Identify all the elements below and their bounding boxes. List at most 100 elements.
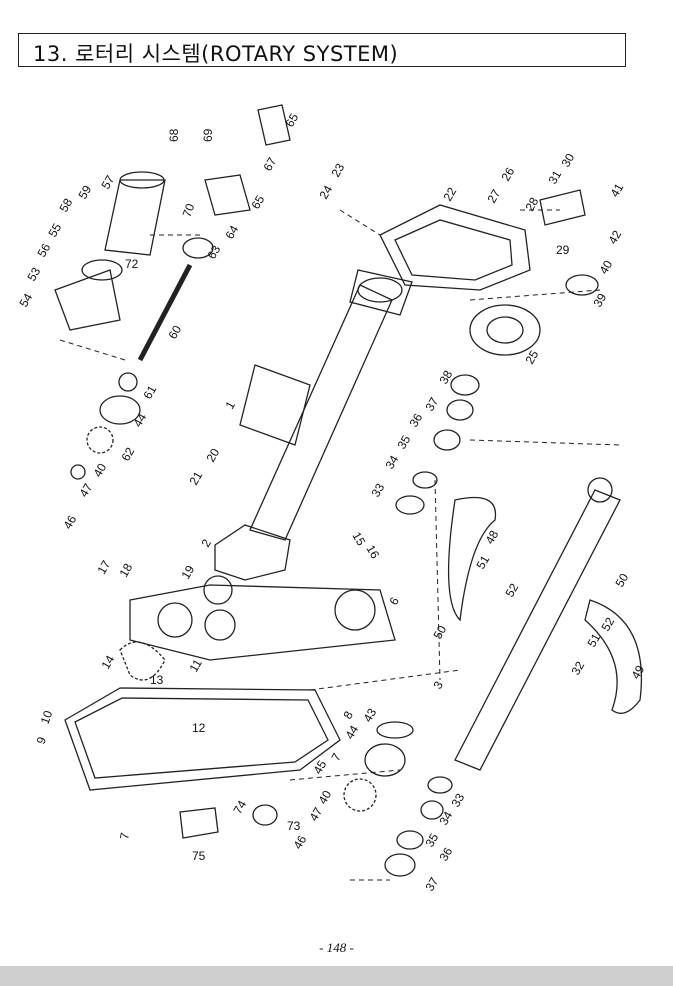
part-label: 63 bbox=[204, 243, 223, 262]
part-label: 45 bbox=[310, 758, 329, 777]
part-label: 75 bbox=[192, 849, 206, 863]
oil-seal-19 bbox=[203, 575, 233, 605]
part-label: 11 bbox=[186, 656, 205, 674]
part-label: 2 bbox=[198, 536, 214, 549]
part-label: 44 bbox=[130, 411, 149, 430]
seal-38 bbox=[450, 374, 480, 396]
part-label: 52 bbox=[502, 581, 521, 600]
cover-28 bbox=[539, 189, 586, 226]
part-label: 43 bbox=[360, 706, 379, 725]
part-label: 40 bbox=[90, 461, 109, 480]
part-label: 31 bbox=[545, 168, 564, 187]
part-label: 17 bbox=[94, 558, 113, 577]
part-label: 34 bbox=[436, 809, 455, 828]
part-label: 46 bbox=[60, 513, 79, 532]
washer-43 bbox=[376, 721, 414, 739]
part-label: 51 bbox=[473, 553, 492, 572]
bearing-37-lower bbox=[384, 853, 416, 877]
part-label: 46 bbox=[290, 833, 309, 852]
sprocket-62 bbox=[86, 426, 114, 454]
part-label: 47 bbox=[76, 481, 95, 500]
part-label: 42 bbox=[605, 228, 624, 247]
chain-case-lower bbox=[64, 687, 341, 791]
part-label: 27 bbox=[484, 187, 503, 206]
bushing-74 bbox=[252, 804, 278, 826]
part-label: 10 bbox=[38, 708, 56, 726]
part-label: 51 bbox=[584, 631, 603, 650]
title-box: 13. 로터리 시스템(ROTARY SYSTEM) bbox=[18, 33, 626, 67]
part-label: 53 bbox=[24, 265, 43, 284]
rotor-shaft bbox=[454, 489, 621, 771]
part-label: 59 bbox=[75, 183, 94, 202]
bearing-37 bbox=[446, 399, 474, 421]
bearing-39 bbox=[565, 274, 599, 296]
part-label: 64 bbox=[222, 223, 241, 242]
rotary-system-exploded-diagram: 68 69 65 67 65 64 63 70 57 59 58 55 56 5… bbox=[16, 104, 647, 894]
shaft-60 bbox=[137, 263, 193, 362]
tine-48 bbox=[447, 496, 497, 622]
part-label: 29 bbox=[556, 243, 570, 257]
part-label: 32 bbox=[568, 659, 587, 678]
part-label: 49 bbox=[628, 663, 647, 682]
part-label: 62 bbox=[118, 445, 137, 464]
part-label: 60 bbox=[165, 323, 184, 342]
part-label: 18 bbox=[116, 561, 135, 580]
seal-63 bbox=[182, 237, 214, 259]
part-label: 9 bbox=[34, 735, 50, 746]
scan-footer-strip bbox=[0, 966, 673, 986]
part-label: 57 bbox=[98, 173, 117, 192]
chain-14 bbox=[119, 641, 166, 681]
part-label: 72 bbox=[125, 257, 139, 271]
part-label: 26 bbox=[498, 165, 517, 184]
part-label: 13 bbox=[150, 673, 164, 687]
part-label: 74 bbox=[230, 798, 249, 817]
part-label: 37 bbox=[422, 875, 441, 894]
part-label: 73 bbox=[287, 819, 301, 833]
part-label: 54 bbox=[16, 291, 35, 310]
part-label: 55 bbox=[45, 221, 64, 240]
coupling-65-mid bbox=[204, 174, 251, 216]
flange-plate-top bbox=[349, 269, 413, 316]
part-label: 23 bbox=[328, 161, 347, 180]
page-number: - 148 - bbox=[319, 940, 354, 955]
main-shaft-tube bbox=[249, 284, 393, 541]
part-label: 28 bbox=[522, 195, 541, 214]
part-label: 37 bbox=[422, 395, 441, 414]
part-label: 50 bbox=[430, 623, 449, 642]
part-label: 24 bbox=[316, 183, 335, 202]
part-label: 69 bbox=[201, 128, 215, 142]
part-label: 21 bbox=[186, 469, 205, 488]
bearing-36 bbox=[433, 429, 461, 451]
part-label: 47 bbox=[306, 805, 325, 824]
part-label: 6 bbox=[386, 594, 402, 607]
part-label: 14 bbox=[98, 653, 117, 672]
upper-tube bbox=[104, 179, 166, 256]
part-label: 20 bbox=[203, 446, 222, 465]
part-label: 68 bbox=[167, 128, 181, 142]
frame-bracket bbox=[239, 364, 311, 446]
part-label: 1 bbox=[222, 398, 238, 411]
part-label: 33 bbox=[448, 791, 467, 810]
part-label: 52 bbox=[598, 615, 617, 634]
page-title: 13. 로터리 시스템(ROTARY SYSTEM) bbox=[33, 42, 399, 66]
part-label: 8 bbox=[340, 708, 356, 721]
part-label: 67 bbox=[260, 155, 279, 174]
part-label: 50 bbox=[612, 571, 631, 590]
part-label: 70 bbox=[180, 201, 198, 219]
part-label: 40 bbox=[596, 258, 615, 277]
bearing-44 bbox=[99, 395, 141, 425]
washer-33 bbox=[395, 495, 425, 515]
part-label: 15 bbox=[349, 530, 368, 549]
flange-2 bbox=[214, 524, 291, 581]
part-label: 39 bbox=[590, 291, 609, 310]
shaft-flange-top bbox=[357, 277, 403, 303]
part-label: 19 bbox=[178, 563, 197, 582]
washer-40 bbox=[70, 464, 86, 480]
bearing-44-lower bbox=[364, 743, 406, 777]
part-label: 44 bbox=[342, 723, 361, 742]
part-label: 16 bbox=[363, 543, 382, 562]
part-label: 65 bbox=[282, 111, 301, 130]
seal-6 bbox=[334, 589, 376, 631]
part-label: 61 bbox=[140, 383, 159, 402]
part-label: 36 bbox=[436, 845, 455, 864]
